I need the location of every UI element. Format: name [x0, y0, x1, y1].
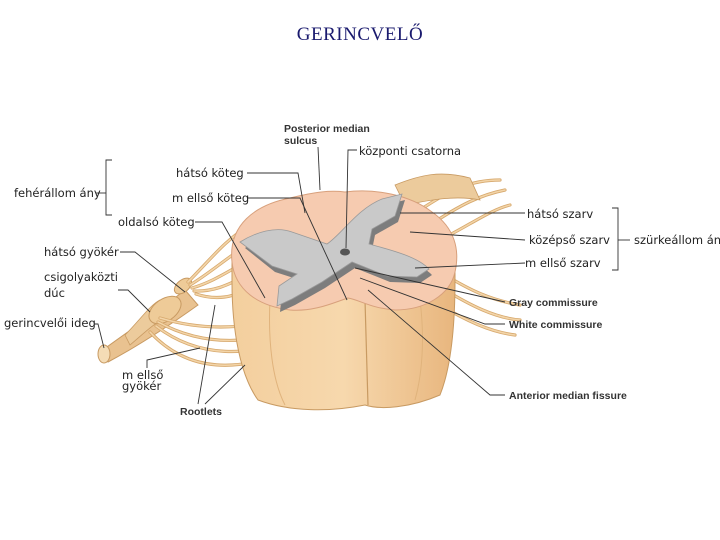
label-dorsal-horn: hátsó szarv: [527, 207, 594, 221]
label-posterior-median-sulcus-2: sulcus: [284, 135, 318, 147]
label-ventral-root-2: gyökér: [122, 379, 162, 393]
central-canal: [340, 248, 350, 256]
leader-lines: [94, 146, 630, 405]
left-spinal-nerve: [97, 277, 199, 364]
label-white-matter: fehérállom ány: [14, 186, 101, 200]
label-central-canal: központi csatorna: [359, 144, 462, 158]
label-ventral-root: m ellső: [122, 368, 164, 382]
label-spinal-nerve: gerincvelői ideg: [4, 316, 96, 330]
label-lateral-horn: középső szarv: [529, 233, 610, 247]
label-dorsal-column: hátsó köteg: [176, 166, 244, 180]
label-white-commissure: White commissure: [509, 319, 603, 331]
label-spinal-ganglion-2: dúc: [44, 286, 65, 300]
label-anterior-column: m ellső köteg: [172, 191, 250, 205]
label-gray-matter: szürkeállom ány: [634, 233, 720, 247]
label-spinal-ganglion: csigolyaközti: [44, 270, 118, 284]
label-ventral-horn: m ellső szarv: [525, 256, 601, 270]
label-rootlets: Rootlets: [180, 406, 222, 418]
label-posterior-median-sulcus: Posterior median: [284, 123, 370, 135]
gray-matter-section: [239, 193, 430, 307]
page-title: GERINCVELŐ: [296, 24, 424, 45]
label-anterior-median-fissure: Anterior median fissure: [509, 390, 627, 402]
label-dorsal-root: hátsó gyökér: [44, 245, 119, 259]
label-gray-commissure: Gray commissure: [509, 297, 598, 309]
label-lateral-column: oldalsó köteg: [118, 215, 195, 229]
right-spinal-nerve: [394, 173, 481, 206]
